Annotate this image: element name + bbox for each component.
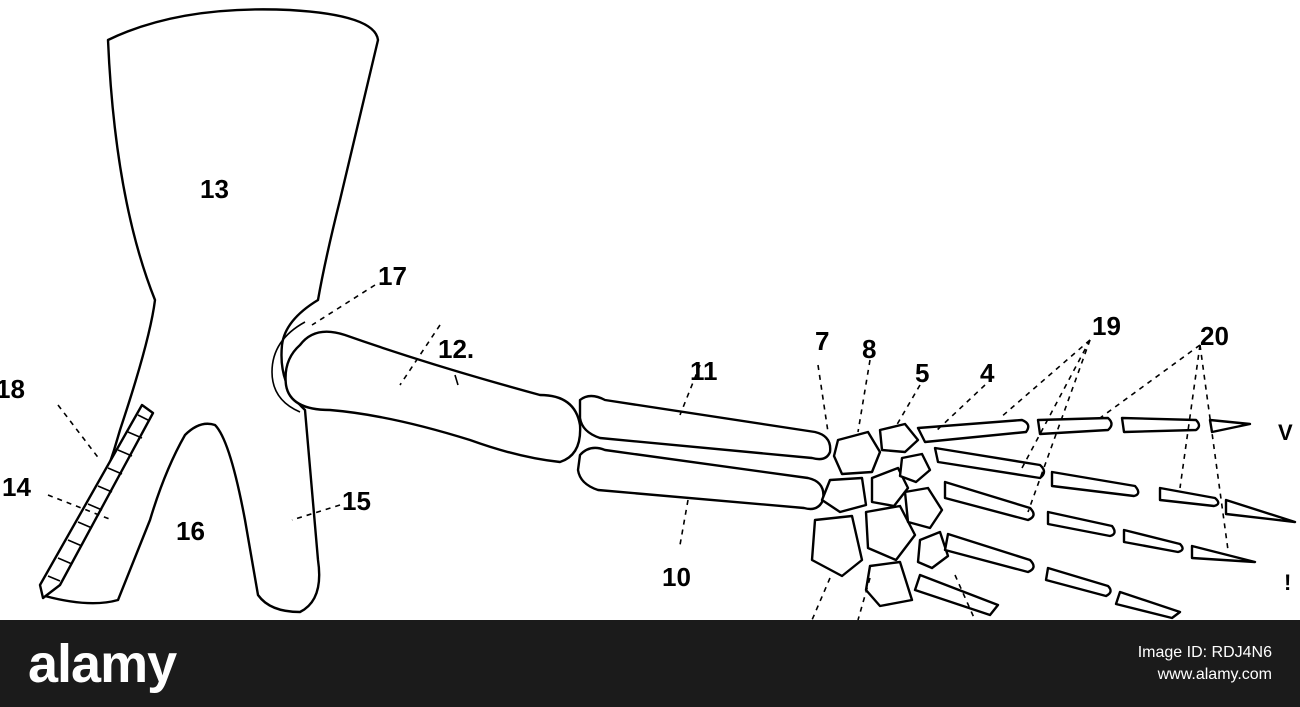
label-5: 5 [915,358,929,388]
label-digit-i: ! [1284,570,1291,595]
label-10: 10 [662,562,691,592]
watermark-footer-bar: alamy Image ID: RDJ4N6 www.alamy.com [0,620,1300,707]
skeleton-diagram: 13 17 12. 11 7 8 5 4 19 20 18 14 15 16 1… [0,0,1300,620]
phalanges-digit-iv [1052,472,1295,522]
label-15: 15 [342,486,371,516]
label-17: 17 [378,261,407,291]
label-13: 13 [200,174,229,204]
phalanges-digit-ii [1046,568,1180,618]
ulna-bone [578,448,823,509]
label-19: 19 [1092,311,1121,341]
label-18: 18 [0,374,25,404]
site-url-link[interactable]: www.alamy.com [1158,664,1272,686]
label-12: 12. [438,334,474,364]
radius-bone [580,396,830,459]
label-4: 4 [980,358,995,388]
phalanges-digit-v [1038,418,1250,434]
image-id-text: Image ID: RDJ4N6 [1138,642,1272,664]
label-digit-v: V [1278,420,1293,445]
phalanges-digit-iii [1048,512,1255,562]
label-16: 16 [176,516,205,546]
label-8: 8 [862,334,876,364]
humerus-bone [286,332,581,462]
label-7: 7 [815,326,829,356]
label-11: 11 [690,356,718,386]
footer-info: Image ID: RDJ4N6 www.alamy.com [1138,642,1272,686]
label-14: 14 [2,472,31,502]
label-20: 20 [1200,321,1229,351]
brand-logo: alamy [28,633,176,695]
